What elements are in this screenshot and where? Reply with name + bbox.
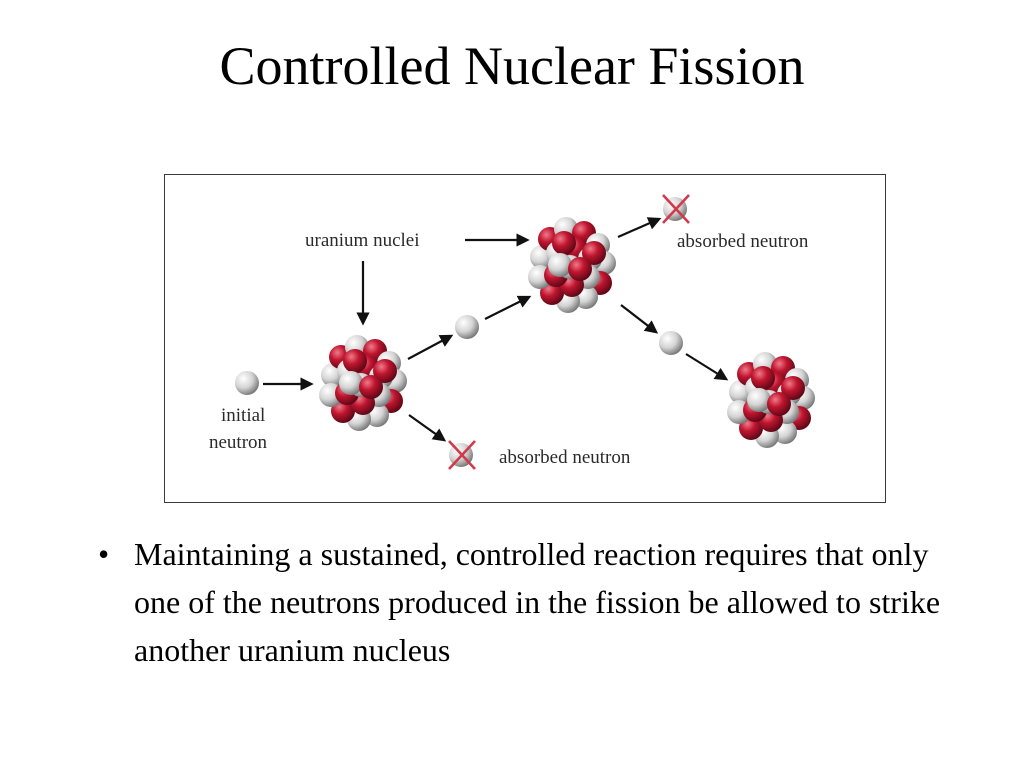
bullet-list: • Maintaining a sustained, controlled re… (98, 530, 948, 674)
label-uranium-nuclei: uranium nuclei (305, 230, 420, 251)
proton-sphere (343, 349, 367, 373)
uranium-nucleus-right (727, 352, 815, 448)
proton-sphere (568, 257, 592, 281)
arrow-neutron-to-right (685, 353, 729, 381)
proton-sphere (373, 359, 397, 383)
initial-neutron (235, 371, 259, 395)
arrow-to-absorbed-bottom (408, 414, 447, 442)
neutron-sphere (747, 388, 771, 412)
label-absorbed-neutron-bottom: absorbed neutron (499, 447, 631, 468)
proton-sphere (781, 376, 805, 400)
proton-sphere (552, 231, 576, 255)
absorbed-neutron-bottom-icon (448, 440, 476, 470)
uranium-nucleus-top (528, 217, 616, 313)
arrow-nucleus-to-neutron (407, 334, 454, 360)
absorbed-neutron-top-icon (662, 194, 690, 224)
proton-sphere (751, 366, 775, 390)
bullet-text: Maintaining a sustained, controlled reac… (134, 536, 941, 668)
slide-title: Controlled Nuclear Fission (219, 36, 805, 96)
arrow-neutron-to-top (484, 295, 532, 320)
proton-sphere (359, 375, 383, 399)
released-neutron-middle (455, 315, 479, 339)
fission-diagram: uranium nuclei absorbed neutron absorbed… (164, 174, 886, 503)
neutron-sphere (548, 253, 572, 277)
neutron-sphere (339, 371, 363, 395)
label-initial-neutron-line1: initial (221, 405, 265, 426)
bullet-dot-icon: • (98, 536, 110, 572)
proton-sphere (767, 392, 791, 416)
uranium-nucleus-left (319, 335, 407, 431)
released-neutron-right (659, 331, 683, 355)
label-initial-neutron-line2: neutron (209, 432, 268, 453)
arrow-to-absorbed-top (617, 217, 662, 239)
label-absorbed-neutron-top: absorbed neutron (677, 231, 809, 252)
proton-sphere (582, 241, 606, 265)
bullet-item: • Maintaining a sustained, controlled re… (98, 530, 948, 674)
fission-diagram-svg: uranium nuclei absorbed neutron absorbed… (209, 194, 815, 470)
arrow-top-to-neutron (620, 304, 659, 334)
